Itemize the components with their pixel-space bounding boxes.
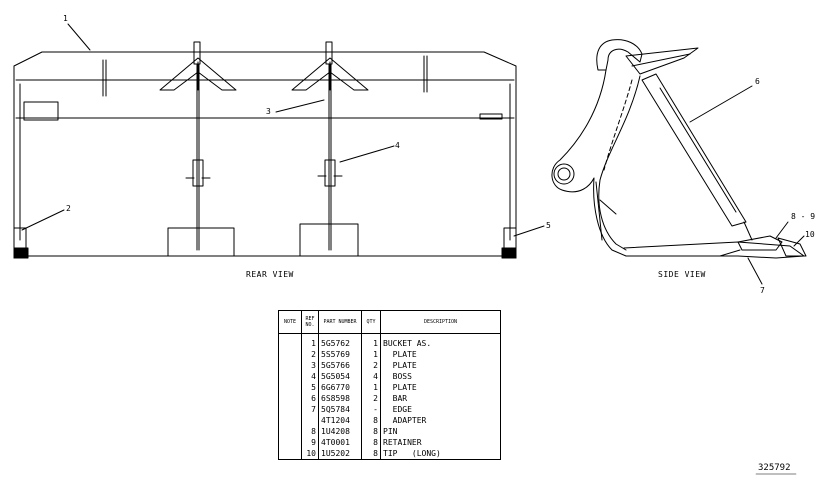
cell-part-number: 5G5054 <box>318 371 362 382</box>
cell-ref-no: 9 <box>301 437 319 448</box>
cell-part-number: 5S5769 <box>318 349 362 360</box>
cell-part-number: 4T0001 <box>318 437 362 448</box>
cell-ref-no: 10 <box>301 448 319 460</box>
side-view-drawing <box>551 39 807 285</box>
rear-view-caption: REAR VIEW <box>246 270 294 279</box>
cell-ref-no: 6 <box>301 393 319 404</box>
cell-qty: 2 <box>361 360 381 371</box>
bucket-hook <box>596 39 643 71</box>
cell-part-number: 6G6770 <box>318 382 362 393</box>
cell-part-number: 1U5202 <box>318 448 362 460</box>
callout-2: 2 <box>66 204 71 213</box>
cell-description: EDGE <box>380 404 501 415</box>
cell-part-number: 6S8598 <box>318 393 362 404</box>
cell-note <box>278 393 302 404</box>
cell-note <box>278 404 302 415</box>
cell-ref-no: 7 <box>301 404 319 415</box>
callout-8-9: 8 - 9 <box>791 212 816 221</box>
cell-description: PIN <box>380 426 501 437</box>
cell-qty: 1 <box>361 382 381 393</box>
cell-note <box>278 371 302 382</box>
cell-description: BAR <box>380 393 501 404</box>
cell-ref-no: 5 <box>301 382 319 393</box>
drawing-number: 325792 <box>758 463 791 473</box>
callout-5: 5 <box>546 221 551 230</box>
cell-qty: 4 <box>361 371 381 382</box>
cell-description: TIP (LONG) <box>380 448 501 460</box>
cell-ref-no: 4 <box>301 371 319 382</box>
cell-ref-no <box>301 415 319 426</box>
cell-part-number: 4T1204 <box>318 415 362 426</box>
cell-description: PLATE <box>380 360 501 371</box>
cell-description: PLATE <box>380 382 501 393</box>
cell-part-number: 5G5762 <box>318 333 362 349</box>
callout-6: 6 <box>755 77 760 86</box>
cell-part-number: 5Q5784 <box>318 404 362 415</box>
header-ref-no: REF NO. <box>301 310 319 334</box>
cell-note <box>278 426 302 437</box>
cell-description: PLATE <box>380 349 501 360</box>
callout-1: 1 <box>63 14 68 23</box>
callout-7: 7 <box>760 286 765 295</box>
cell-description: ADAPTER <box>380 415 501 426</box>
header-note: NOTE <box>278 310 302 334</box>
cell-note <box>278 360 302 371</box>
cell-qty: 8 <box>361 426 381 437</box>
side-view-caption: SIDE VIEW <box>658 270 706 279</box>
cell-ref-no: 1 <box>301 333 319 349</box>
header-description: DESCRIPTION <box>380 310 501 334</box>
cell-qty: - <box>361 404 381 415</box>
cell-ref-no: 2 <box>301 349 319 360</box>
cell-note <box>278 382 302 393</box>
vertical-bar-right <box>291 41 369 251</box>
parts-list-table: NOTE REF NO. PART NUMBER QTY DESCRIPTION… <box>278 310 501 460</box>
cell-part-number: 5G5766 <box>318 360 362 371</box>
table-header-row: NOTE REF NO. PART NUMBER QTY DESCRIPTION <box>278 310 501 334</box>
header-part-number: PART NUMBER <box>318 310 362 334</box>
cell-qty: 8 <box>361 437 381 448</box>
cell-ref-no: 3 <box>301 360 319 371</box>
cell-note <box>278 415 302 426</box>
cell-qty: 2 <box>361 393 381 404</box>
bucket-rear-outline <box>13 51 517 257</box>
callout-10: 10 <box>805 230 815 239</box>
adapter <box>737 235 783 251</box>
cell-part-number: 1U4208 <box>318 426 362 437</box>
cell-description: RETAINER <box>380 437 501 448</box>
tip <box>777 237 807 257</box>
cell-note <box>278 448 302 460</box>
header-qty: QTY <box>361 310 381 334</box>
cell-qty: 8 <box>361 448 381 460</box>
cell-note <box>278 349 302 360</box>
cell-note <box>278 437 302 448</box>
cell-qty: 8 <box>361 415 381 426</box>
cell-description: BOSS <box>380 371 501 382</box>
cell-ref-no: 8 <box>301 426 319 437</box>
rear-view-drawing <box>13 23 545 259</box>
cell-description: BUCKET AS. <box>380 333 501 349</box>
cell-qty: 1 <box>361 333 381 349</box>
vertical-bar-left <box>159 41 237 251</box>
cell-note <box>278 333 302 349</box>
side-bar <box>641 73 747 227</box>
bucket-side-outline <box>551 69 741 257</box>
callout-3: 3 <box>266 107 271 116</box>
cell-qty: 1 <box>361 349 381 360</box>
callout-4: 4 <box>395 141 400 150</box>
